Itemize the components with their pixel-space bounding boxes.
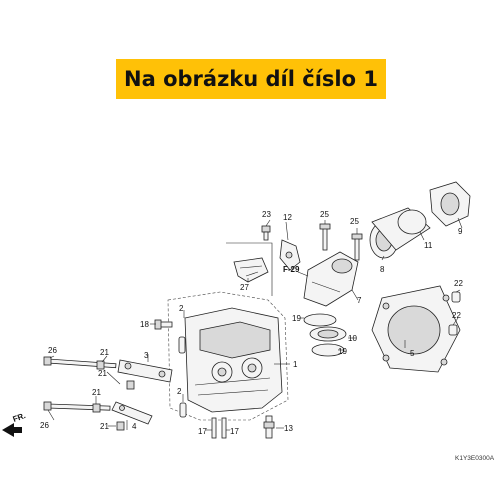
callout-25-right: 25 — [350, 217, 359, 226]
callout-5: 5 — [410, 349, 415, 358]
sub-assembly-27 — [226, 242, 273, 296]
callout-2-upper: 2 — [179, 304, 184, 313]
reference-label: F-29 — [283, 265, 300, 274]
studs-17 — [211, 417, 227, 439]
callout-17-right: 17 — [230, 427, 239, 436]
callout-4: 4 — [132, 422, 137, 431]
gasket-5 — [371, 285, 461, 373]
spacer-10 — [309, 326, 347, 342]
bracket-3 — [117, 359, 173, 383]
nuts-21 — [92, 360, 135, 431]
callout-19-upper: 19 — [292, 314, 301, 323]
callout-13: 13 — [284, 424, 293, 433]
callout-12: 12 — [283, 213, 292, 222]
callout-3: 3 — [144, 351, 149, 360]
callout-19-lower: 19 — [338, 347, 347, 356]
callout-7: 7 — [357, 296, 362, 305]
callout-22-upper: 22 — [454, 279, 463, 288]
banner-text: Na obrázku díl číslo 1 — [124, 67, 378, 91]
front-direction-marker: FR. — [2, 411, 27, 437]
tube-11 — [371, 207, 431, 251]
callout-8: 8 — [380, 265, 385, 274]
cylinder-head — [184, 307, 283, 413]
intake-pipe-7 — [303, 251, 359, 307]
throttle-body-9 — [429, 181, 471, 227]
callout-27: 27 — [240, 283, 249, 292]
callout-21-b: 21 — [98, 369, 107, 378]
callout-26-lower: 26 — [40, 421, 49, 430]
callout-21-c: 21 — [92, 388, 101, 397]
bolt-25-right — [351, 233, 363, 261]
bracket-12 — [279, 239, 301, 271]
bolt-25-left — [319, 223, 331, 251]
callout-1: 1 — [293, 360, 298, 369]
callout-10: 10 — [348, 334, 357, 343]
front-label: FR. — [12, 411, 27, 424]
bolt-23 — [261, 225, 271, 241]
spark-plug-13 — [263, 415, 275, 439]
title-banner: Na obrázku díl číslo 1 — [116, 59, 386, 99]
callout-23: 23 — [262, 210, 271, 219]
callout-26-upper: 26 — [48, 346, 57, 355]
callout-21-d: 21 — [100, 422, 109, 431]
callout-17-left: 17 — [198, 427, 207, 436]
dowel-pins-2 — [178, 336, 187, 418]
callout-2-lower: 2 — [177, 387, 182, 396]
callout-25-left: 25 — [320, 210, 329, 219]
callout-9: 9 — [458, 227, 463, 236]
dowels-22 — [448, 291, 461, 336]
leader-lines — [47, 217, 463, 431]
callout-11: 11 — [424, 241, 433, 250]
callout-18: 18 — [140, 320, 149, 329]
callout-22-lower: 22 — [452, 311, 461, 320]
callout-21-a: 21 — [100, 348, 109, 357]
bracket-4 — [111, 401, 153, 425]
bolt-18 — [154, 319, 173, 330]
o-ring-19-upper — [303, 313, 337, 327]
diagram-code: K1Y3E0300A — [455, 455, 495, 462]
